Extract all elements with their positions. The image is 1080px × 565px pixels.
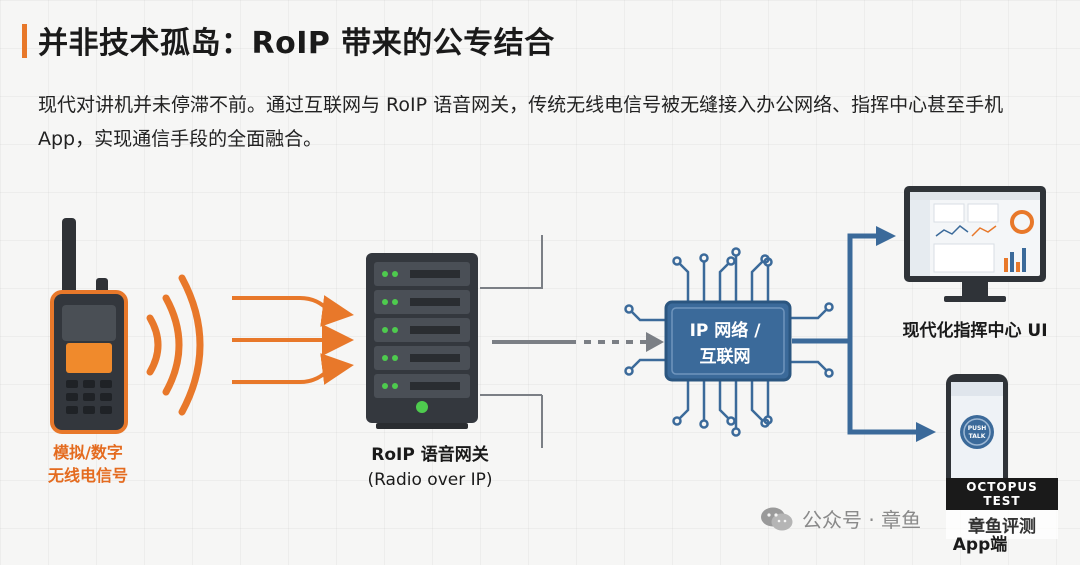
circuit-network-icon (624, 247, 834, 437)
command-center-label: 现代化指挥中心 UI (902, 321, 1048, 341)
radio-signal-label: 模拟/数字 无线电信号 (18, 441, 158, 487)
page-subtitle: 现代对讲机并未停滞不前。通过互联网与 RoIP 语音网关，传统无线电信号被无缝接… (38, 94, 1004, 150)
network-label: IP 网络 / 互联网 (670, 318, 780, 370)
gateway-label-line2: (Radio over IP) (367, 470, 493, 490)
network-label-line1: IP 网络 / (689, 321, 761, 341)
server-rack-icon (366, 253, 478, 429)
wechat-icon (761, 507, 793, 530)
monitor-icon (904, 186, 1046, 302)
network-label-line2: 互联网 (699, 347, 751, 367)
app-label: App端 (952, 535, 1008, 555)
network-chip (664, 300, 792, 382)
network-branch-arrows (792, 226, 936, 442)
watermark-text: 公众号 · 章鱼 (802, 508, 922, 532)
network-bracket-lines (480, 235, 543, 448)
radio-signal-label-line1: 模拟/数字 (53, 443, 123, 462)
brand-badge: OCTOPUS TEST 章鱼评测 (946, 478, 1058, 539)
gateway-to-network-arrow (492, 332, 664, 352)
walkie-talkie-icon (50, 218, 128, 434)
radio-signal-label-line2: 无线电信号 (47, 466, 128, 485)
signal-arrows (232, 295, 354, 385)
ptt-label-line2: TALK (969, 433, 986, 440)
smartphone-icon (946, 374, 1008, 498)
ptt-label-line1: PUSH (968, 425, 987, 432)
radio-wave-icon (146, 274, 204, 416)
brand-badge-cn: 章鱼评测 (946, 510, 1058, 539)
gateway-label: RoIP 语音网关 (Radio over IP) (330, 443, 530, 493)
watermark: 公众号 · 章鱼 (760, 504, 921, 533)
brand-badge-en: OCTOPUS TEST (946, 478, 1058, 510)
page-title: 并非技术孤岛：RoIP 带来的公专结合 (38, 26, 555, 61)
title-accent-bar (22, 24, 27, 58)
gateway-label-line1: RoIP 语音网关 (371, 445, 489, 465)
